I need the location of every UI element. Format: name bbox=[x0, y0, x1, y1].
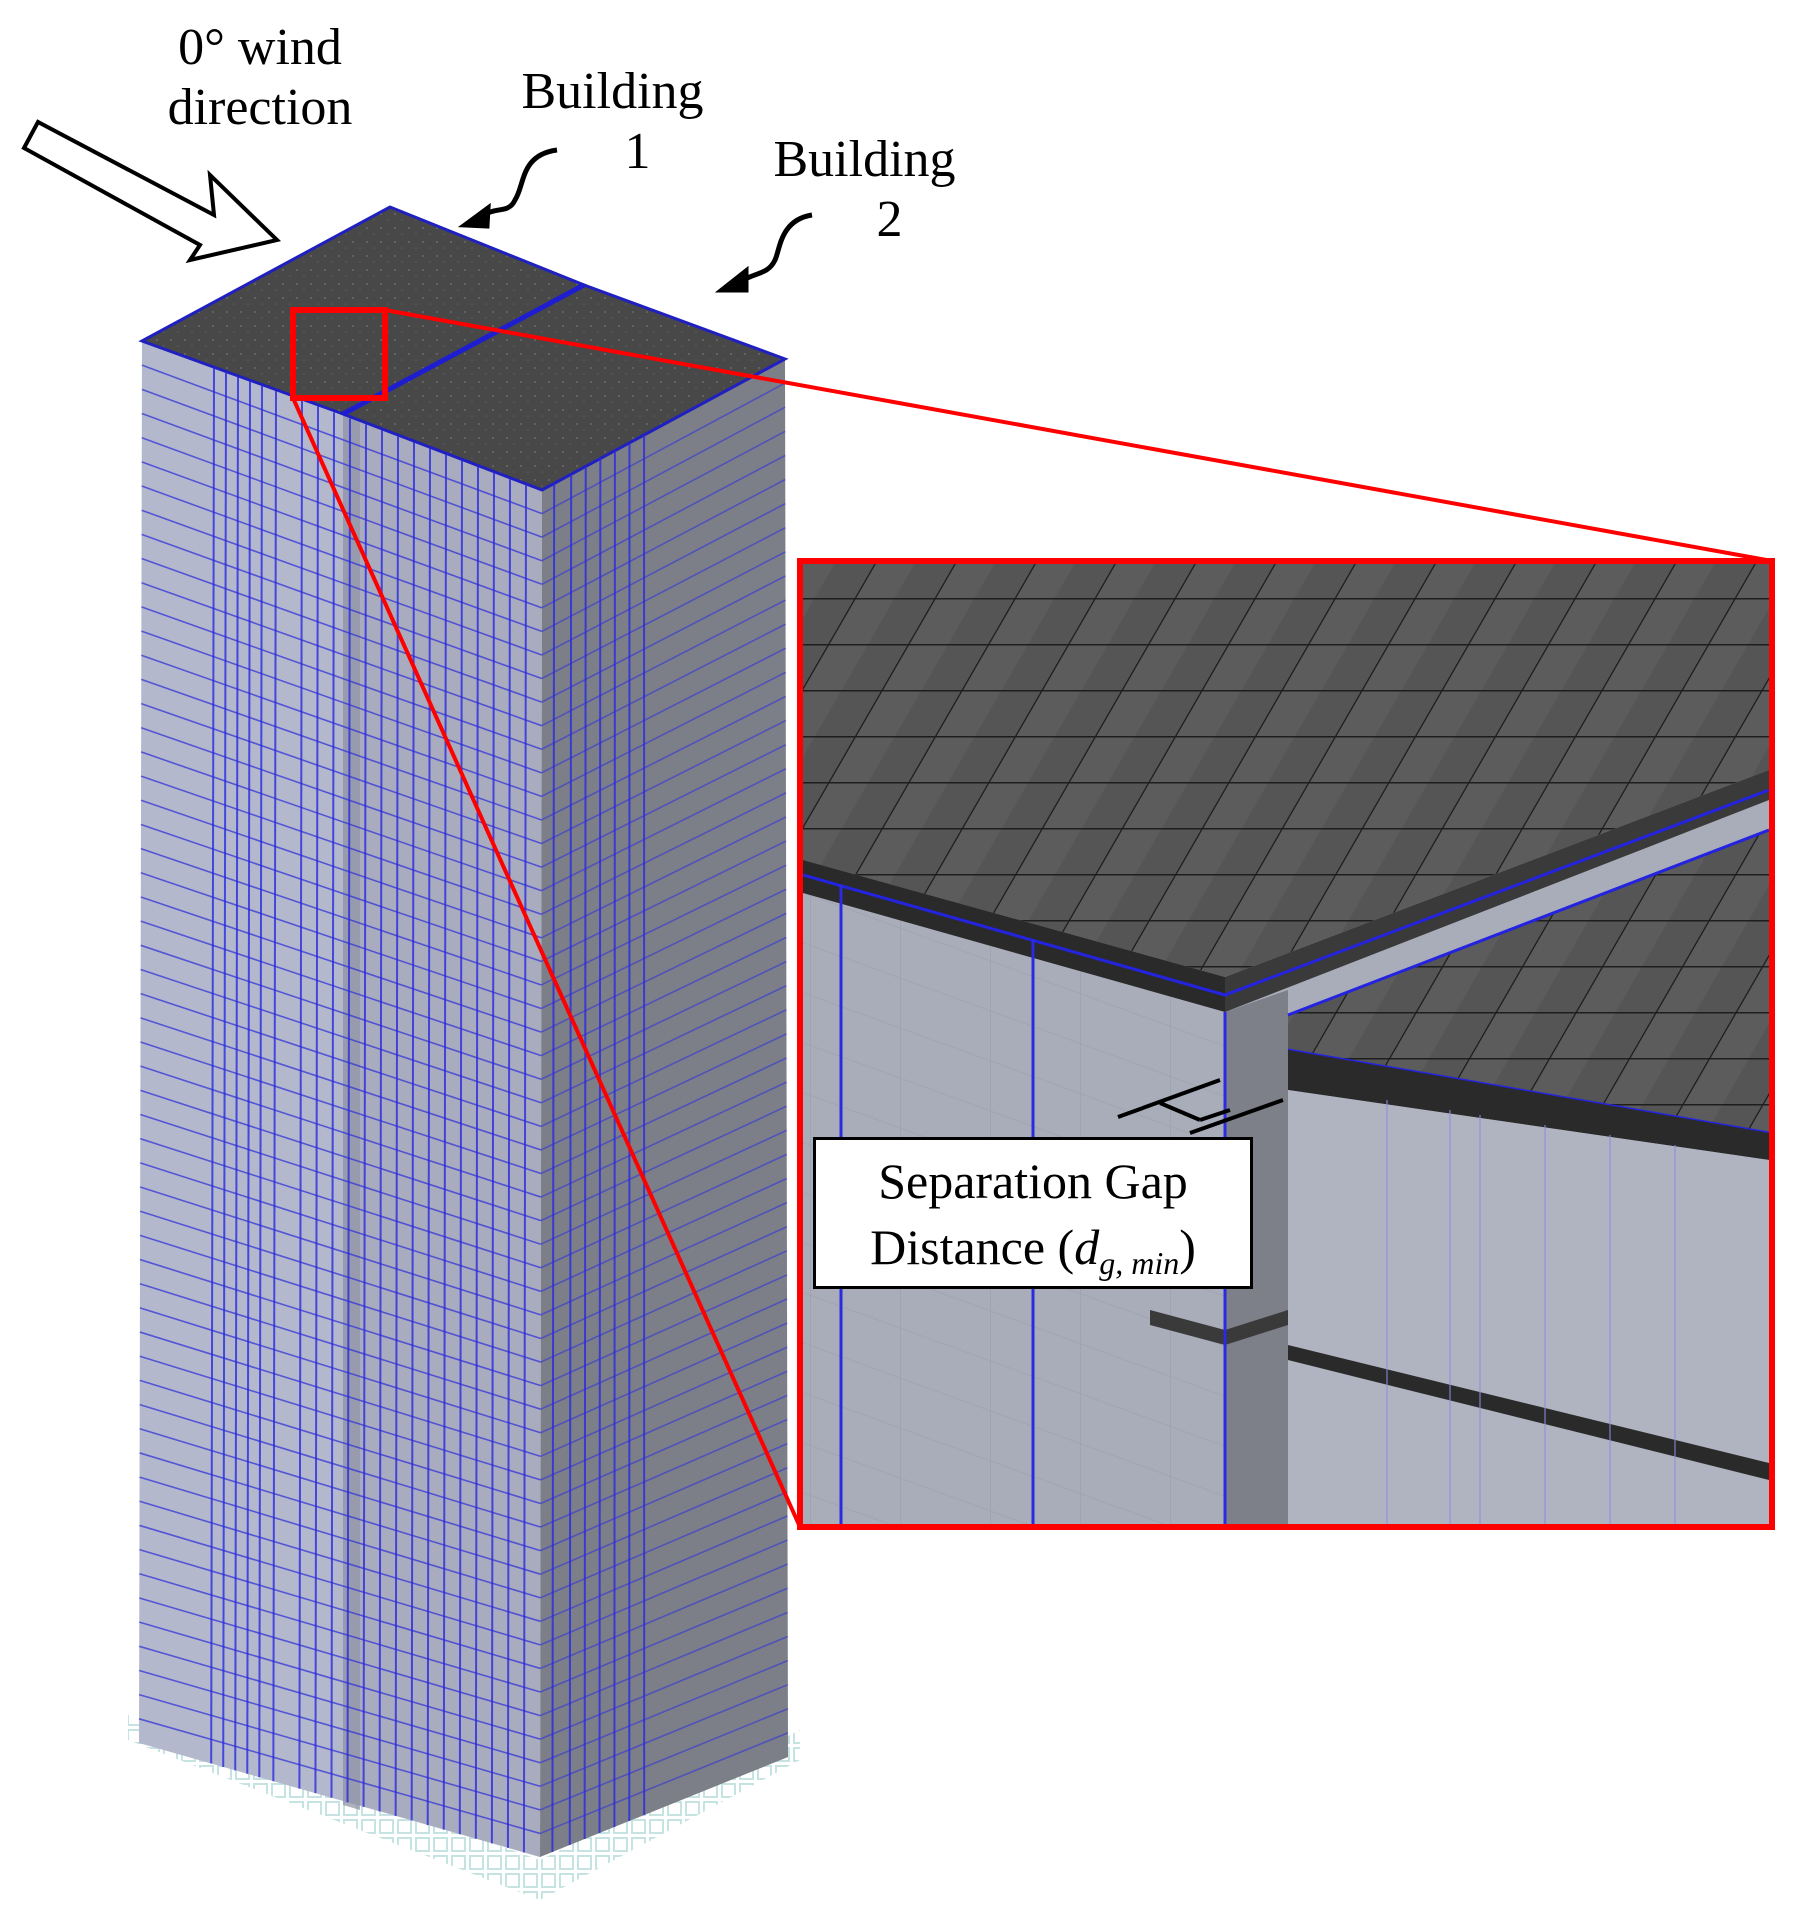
foundation-mesh bbox=[128, 1715, 800, 1900]
separation-gap-label: Separation Gap Distance (dg, min) bbox=[813, 1137, 1253, 1289]
inset-b2-lower-slab bbox=[1288, 1345, 1769, 1480]
gap-label-line2: Distance (dg, min) bbox=[816, 1214, 1250, 1296]
wind-direction-label: 0° wind direction bbox=[140, 18, 380, 138]
building-2-label-line1: Building bbox=[773, 131, 956, 188]
building-1-pointer-icon bbox=[457, 147, 558, 229]
gap-label-suffix: ) bbox=[1179, 1219, 1196, 1275]
wind-label-line1: 0° wind bbox=[178, 19, 342, 76]
facade-right bbox=[540, 359, 788, 1857]
callout-line-top bbox=[384, 308, 1773, 563]
inset-b2-wall bbox=[1288, 1090, 1769, 1524]
wind-label-line2: direction bbox=[167, 79, 353, 136]
gap-label-prefix: Distance ( bbox=[870, 1219, 1075, 1275]
inset-b2-roof bbox=[1288, 830, 1769, 1133]
gap-label-line1: Separation Gap bbox=[878, 1153, 1188, 1209]
building-1-label: Building 1 bbox=[500, 62, 725, 182]
inset-frame bbox=[797, 558, 1775, 1530]
gap-symbol: d bbox=[1074, 1219, 1100, 1275]
gap-dimension-marker bbox=[1117, 1078, 1284, 1135]
building-2-label: Building 2 bbox=[752, 130, 977, 250]
callout-source-box bbox=[290, 307, 388, 401]
building-2-pointer-icon bbox=[714, 212, 813, 293]
wind-arrow-icon bbox=[21, 119, 282, 264]
inset-b1-roof bbox=[803, 564, 1769, 977]
building-1-label-line1: Building bbox=[521, 63, 704, 120]
callout bbox=[290, 307, 1773, 1528]
building-1-label-line2: 1 bbox=[624, 123, 651, 180]
callout-line-bottom bbox=[291, 397, 802, 1528]
building-2-label-line2: 2 bbox=[876, 191, 903, 248]
gap-subscript: g, min bbox=[1099, 1245, 1180, 1281]
inset-detail bbox=[803, 564, 1769, 1524]
inset-gap-column bbox=[1225, 990, 1288, 1524]
facade-grid-lines bbox=[138, 364, 789, 1853]
